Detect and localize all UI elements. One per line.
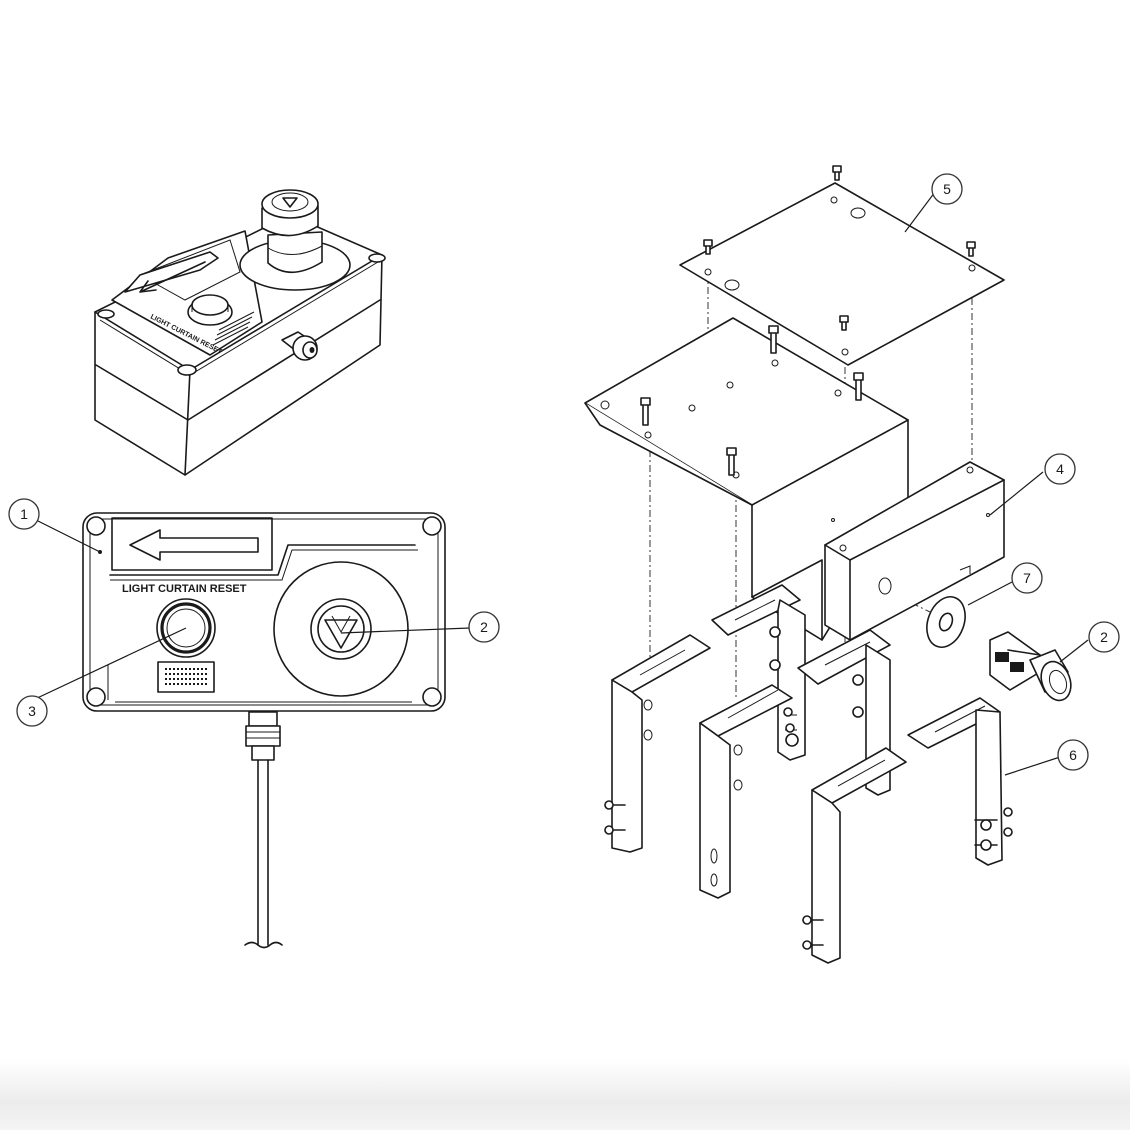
callout-6: 6 [1057,739,1089,771]
callout-1-number: 1 [20,506,28,522]
perspective-enclosure: LIGHT CURTAIN RESET [94,189,386,476]
callout-4-number: 4 [1056,461,1064,477]
callout-3-number: 3 [28,703,36,719]
mushroom-button-front [273,561,409,697]
callout-2-front-number: 2 [480,619,488,635]
callout-leaders [32,191,1089,776]
button-box [824,461,1005,641]
perspective-grille [212,311,255,346]
callout-6-number: 6 [1069,747,1077,763]
mounting-brackets [604,584,1013,964]
top-cover-plate [679,165,1005,366]
bottom-shadow [0,1060,1130,1130]
washer [926,596,966,648]
callout-7-number: 7 [1023,570,1031,586]
front-grille [157,661,215,693]
callout-2-exploded-number: 2 [1100,629,1108,645]
callout-2-front: 2 [468,611,500,643]
callout-7: 7 [1011,562,1043,594]
cable [244,711,283,949]
perspective-cable-gland [281,331,318,361]
callout-5: 5 [931,173,963,205]
callout-2-exploded: 2 [1088,621,1120,653]
front-panel: LIGHT CURTAIN RESET [82,512,446,712]
callout-1: 1 [8,498,40,530]
callout-3: 3 [16,695,48,727]
callout-5-number: 5 [943,181,951,197]
callout-4: 4 [1044,453,1076,485]
panel-label: LIGHT CURTAIN RESET [122,583,247,595]
mushroom-button-exploded [989,631,1072,702]
